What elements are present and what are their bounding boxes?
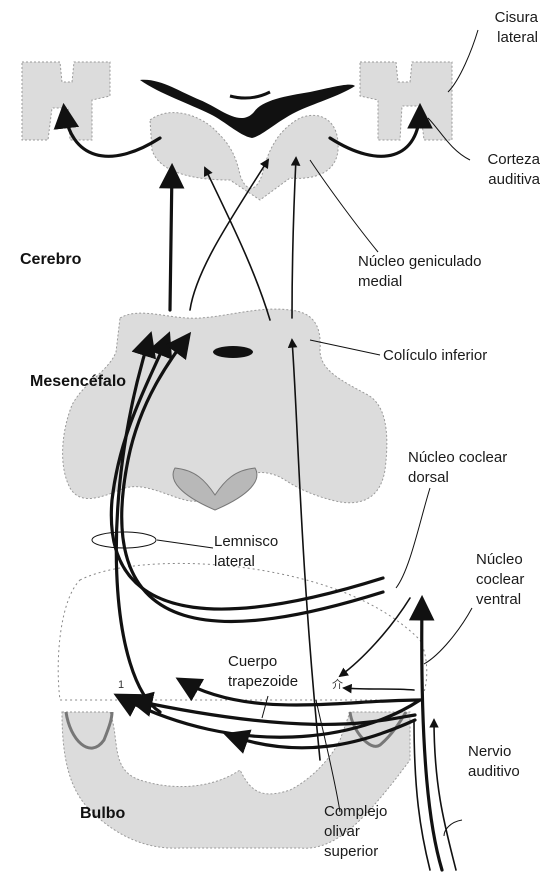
- label-nucleo-coclear-dorsal-1: Núcleo coclear: [408, 449, 507, 466]
- label-nucleo-coclear-dorsal-2: dorsal: [408, 469, 449, 486]
- label-nucleo-geniculado-2: medial: [358, 273, 402, 290]
- midbrain-section: [63, 309, 387, 510]
- label-nucleo-coclear-ventral-2: coclear: [476, 571, 524, 588]
- label-cuerpo-trapezoide-1: Cuerpo: [228, 653, 277, 670]
- svg-text:1: 1: [118, 679, 124, 691]
- label-complejo-olivar-3: superior: [324, 843, 378, 860]
- label-lemnisco-lateral-2: lateral: [214, 553, 255, 570]
- label-corteza-auditiva-2: auditiva: [488, 171, 540, 188]
- label-nervio-auditivo-2: auditivo: [468, 763, 520, 780]
- label-cisura-lateral-1: Cisura: [495, 9, 539, 26]
- label-bulbo: Bulbo: [80, 805, 126, 822]
- label-complejo-olivar-2: olivar: [324, 823, 360, 840]
- svg-text:介: 介: [332, 678, 343, 691]
- label-nucleo-geniculado-1: Núcleo geniculado: [358, 253, 481, 270]
- label-complejo-olivar-1: Complejo: [324, 803, 387, 820]
- cerebrum-section: [22, 62, 452, 200]
- label-nucleo-coclear-ventral-1: Núcleo: [476, 551, 523, 568]
- label-mesencefalo: Mesencéfalo: [30, 373, 126, 390]
- label-cuerpo-trapezoide-2: trapezoide: [228, 673, 298, 690]
- label-corteza-auditiva-1: Corteza: [487, 151, 540, 168]
- label-coliculo-inferior: Colículo inferior: [383, 347, 487, 364]
- label-nervio-auditivo-1: Nervio: [468, 743, 511, 760]
- cerebral-aqueduct: [213, 346, 253, 358]
- label-cisura-lateral-2: lateral: [497, 29, 538, 46]
- label-lemnisco-lateral-1: Lemnisco: [214, 533, 278, 550]
- label-cerebro: Cerebro: [20, 251, 82, 268]
- label-nucleo-coclear-ventral-3: ventral: [476, 591, 521, 608]
